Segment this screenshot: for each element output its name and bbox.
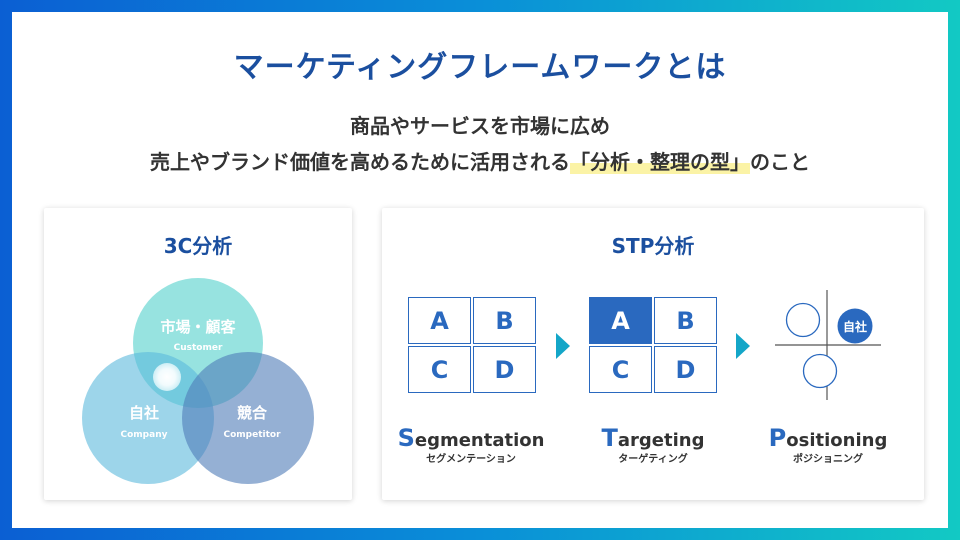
- targeting-grid: A B C D: [589, 297, 717, 393]
- positioning-label: Positioning ポジショニング: [748, 424, 908, 465]
- target-b: B: [654, 297, 717, 344]
- stp-title: STP分析: [611, 234, 695, 258]
- segment-a: A: [408, 297, 471, 344]
- positioning-initial: P: [768, 424, 787, 452]
- highlight-text: 「分析・整理の型」: [570, 150, 750, 174]
- segmentation-text: egmentation: [414, 430, 545, 451]
- target-c: C: [589, 346, 652, 393]
- positioning-text: ositioning: [786, 430, 888, 451]
- competitor-circle: [182, 352, 314, 484]
- targeting-text: argeting: [617, 430, 705, 451]
- segment-b: B: [473, 297, 536, 344]
- targeting-kana: ターゲティング: [618, 454, 688, 465]
- arrow-right-icon: [556, 333, 570, 359]
- highlight-dot: [153, 363, 181, 391]
- segmentation-label: Segmentation セグメンテーション: [391, 424, 551, 465]
- segmentation-grid: A B C D: [408, 297, 536, 393]
- subtitle-line-2: 売上やブランド価値を高めるために活用される「分析・整理の型」のこと: [0, 146, 960, 175]
- subtitle-line-1: 商品やサービスを市場に広め: [350, 114, 610, 138]
- page-title: マーケティングフレームワークとは: [233, 50, 727, 85]
- subtitle-text: 売上やブランド価値を高めるために活用される: [150, 150, 570, 174]
- segment-d: D: [473, 346, 536, 393]
- arrow-right-icon: [736, 333, 750, 359]
- segmentation-kana: セグメンテーション: [426, 454, 516, 465]
- targeting-initial: T: [601, 424, 618, 452]
- segmentation-initial: S: [397, 424, 415, 452]
- customer-jp: 市場・顧客: [160, 318, 236, 336]
- customer-en: Customer: [174, 343, 223, 353]
- subtitle-text-end: のこと: [750, 150, 810, 174]
- segment-c: C: [408, 346, 471, 393]
- company-jp: 自社: [129, 404, 159, 422]
- targeting-label: Targeting ターゲティング: [573, 424, 733, 465]
- competitor-jp: 競合: [237, 404, 268, 422]
- company-en: Company: [121, 430, 168, 440]
- company-circle: [82, 352, 214, 484]
- positioning-kana: ポジショニング: [793, 454, 863, 465]
- competitor-en: Competitor: [223, 430, 281, 440]
- target-a: A: [589, 297, 652, 344]
- 3c-title: 3C分析: [163, 234, 233, 258]
- target-d: D: [654, 346, 717, 393]
